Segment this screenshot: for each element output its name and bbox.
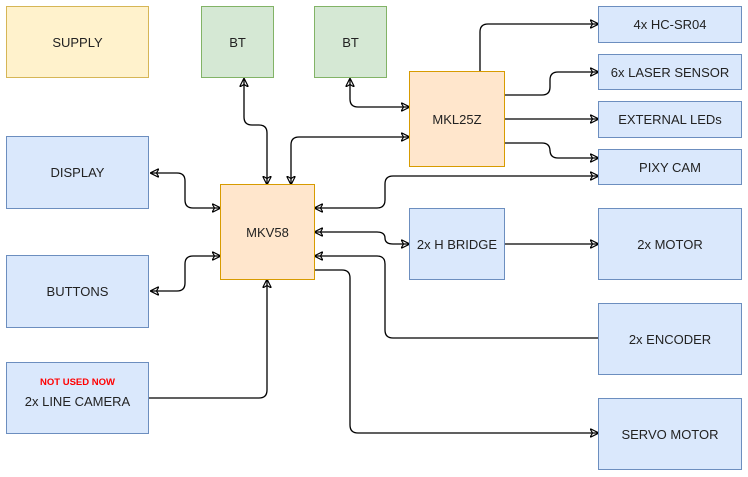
- edge-mkl25z-bt2: [350, 79, 409, 107]
- bt-block-2[interactable]: BT: [314, 6, 387, 78]
- h-bridge-block[interactable]: 2x H BRIDGE: [409, 208, 505, 280]
- encoder-label: 2x ENCODER: [628, 331, 712, 347]
- hc-sr04-label: 4x HC-SR04: [633, 17, 707, 32]
- motor-label: 2x MOTOR: [637, 236, 703, 252]
- supply-label: SUPPLY: [52, 34, 103, 50]
- buttons-block[interactable]: BUTTONS: [6, 255, 149, 328]
- external-leds-label: EXTERNAL LEDs: [618, 112, 722, 127]
- display-block[interactable]: DISPLAY: [6, 136, 149, 209]
- laser-sensor-block[interactable]: 6x LASER SENSOR: [598, 54, 742, 90]
- edge-mkv58-pixy: [315, 176, 598, 208]
- h-bridge-label: 2x H BRIDGE: [416, 236, 498, 252]
- laser-sensor-label: 6x LASER SENSOR: [610, 64, 730, 80]
- edge-mkv58-servo: [315, 269, 598, 433]
- line-camera-label: 2x LINE CAMERA: [24, 394, 131, 409]
- external-leds-block[interactable]: EXTERNAL LEDs: [598, 101, 742, 138]
- servo-motor-block[interactable]: SERVO MOTOR: [598, 398, 742, 470]
- bt-block-1[interactable]: BT: [201, 6, 274, 78]
- supply-block[interactable]: SUPPLY: [6, 6, 149, 78]
- bt2-label: BT: [342, 34, 359, 50]
- mkv58-label: MKV58: [246, 224, 289, 240]
- mkv58-block[interactable]: MKV58: [220, 184, 315, 280]
- mkl25z-block[interactable]: MKL25Z: [409, 71, 505, 167]
- mkl25z-label: MKL25Z: [432, 111, 482, 127]
- edge-mkv58-bt1: [244, 79, 267, 184]
- edge-mkl25z-pixy: [505, 142, 598, 158]
- edge-mkl25z-hcsr04: [479, 24, 598, 71]
- encoder-block[interactable]: 2x ENCODER: [598, 303, 742, 375]
- edge-mkv58-mkl25z: [291, 137, 409, 184]
- motor-block[interactable]: 2x MOTOR: [598, 208, 742, 280]
- bt1-label: BT: [229, 34, 246, 50]
- edge-mkv58-hbridge: [315, 232, 409, 244]
- edge-encoder-mkv58: [315, 256, 598, 339]
- edge-mkv58-buttons: [151, 256, 220, 291]
- line-camera-block[interactable]: NOT USED NOW 2x LINE CAMERA: [6, 362, 149, 434]
- hc-sr04-block[interactable]: 4x HC-SR04: [598, 6, 742, 43]
- not-used-note: NOT USED NOW: [40, 377, 115, 388]
- edge-mkv58-display: [151, 173, 220, 208]
- edge-linecamera-mkv58: [149, 280, 267, 399]
- pixy-cam-block[interactable]: PIXY CAM: [598, 149, 742, 185]
- servo-motor-label: SERVO MOTOR: [621, 426, 719, 442]
- edge-mkl25z-laser: [505, 72, 598, 96]
- pixy-cam-label: PIXY CAM: [639, 159, 701, 175]
- buttons-label: BUTTONS: [46, 284, 109, 299]
- display-label: DISPLAY: [50, 165, 105, 180]
